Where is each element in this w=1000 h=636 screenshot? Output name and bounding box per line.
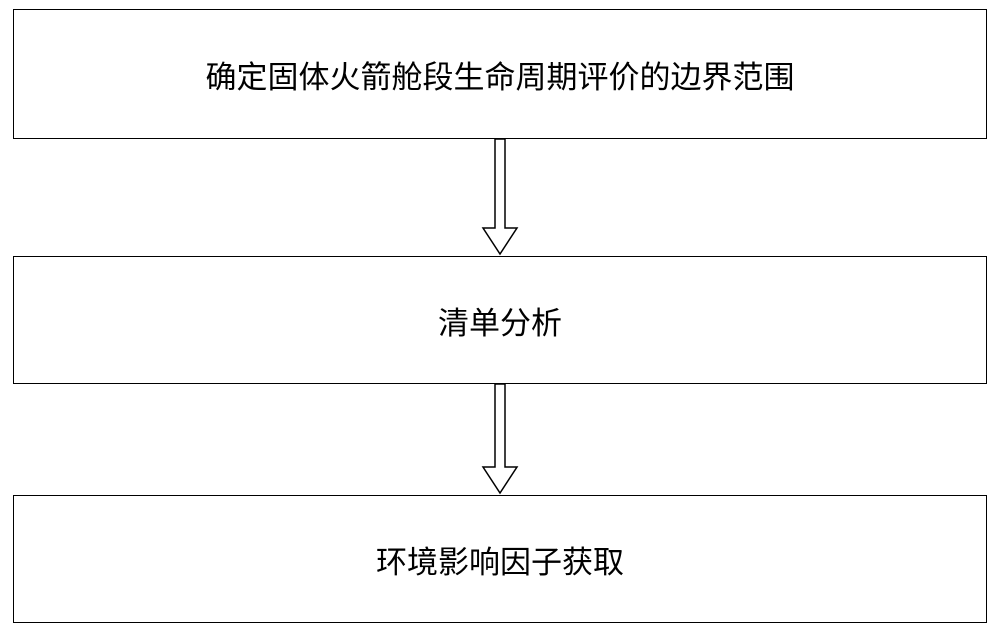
down-arrow-icon (480, 384, 520, 495)
down-arrow-icon (480, 139, 520, 256)
step-label: 清单分析 (438, 298, 562, 343)
step-box-inventory-analysis: 清单分析 (13, 256, 987, 384)
step-label: 环境影响因子获取 (376, 537, 624, 582)
step-box-impact-factor: 环境影响因子获取 (13, 495, 987, 623)
step-box-boundary-scope: 确定固体火箭舱段生命周期评价的边界范围 (13, 9, 987, 139)
step-label: 确定固体火箭舱段生命周期评价的边界范围 (206, 52, 795, 97)
